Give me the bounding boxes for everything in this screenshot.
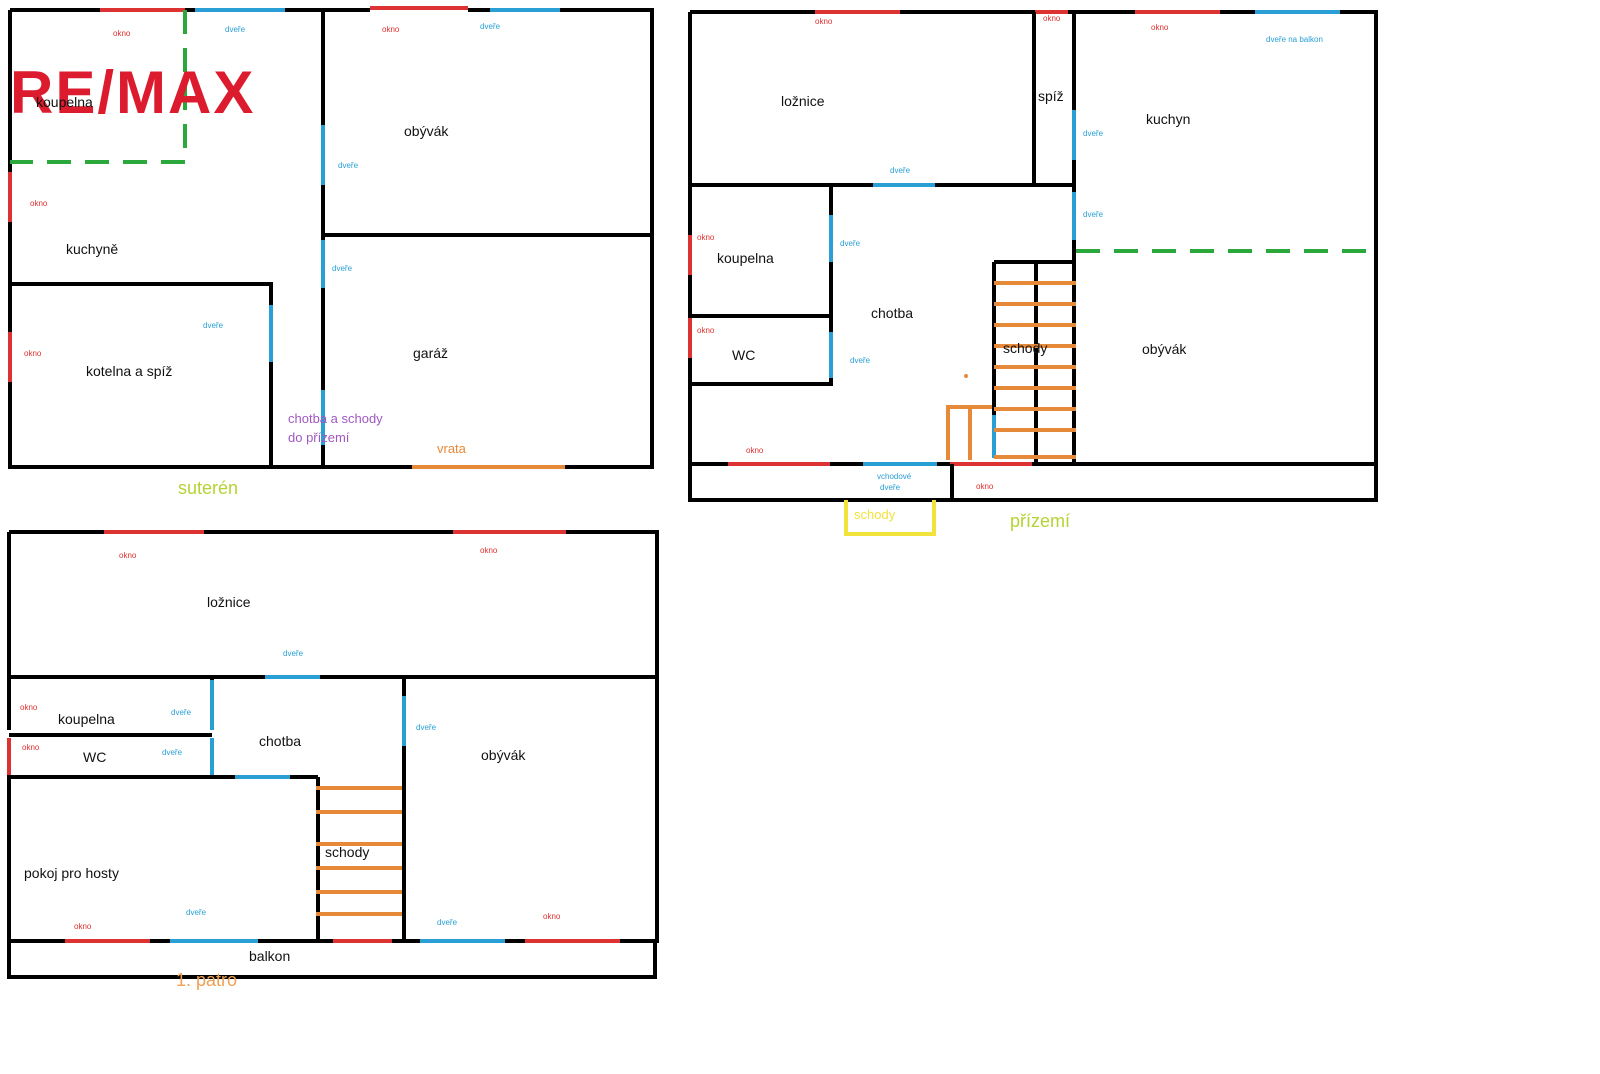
room-label-hallway: chotba (871, 305, 913, 321)
floor-title-ground: přízemí (1010, 511, 1070, 531)
room-label-bathroom: koupelna (717, 250, 774, 266)
window-label: okno (1151, 23, 1169, 32)
door-label: dveře (283, 649, 304, 658)
door-label: dveře (1083, 129, 1104, 138)
basement-plan: RE/MAX okno dveře okno dveře dveře okno … (8, 6, 654, 498)
room-label-boiler-room: kotelna a spíž (86, 363, 172, 379)
entrance-door-label: vchodové (877, 472, 912, 481)
window-label: okno (746, 446, 764, 455)
garage-gate-label: vrata (437, 441, 467, 456)
room-label-pantry: spíž (1038, 88, 1064, 104)
room-label-kitchen: kuchyně (66, 241, 118, 257)
stairs (946, 281, 1076, 460)
balcony-outline (7, 941, 657, 979)
first-floor-plan: okno okno dveře okno dveře dveře okno dv… (7, 530, 659, 990)
door-label: dveře (437, 918, 458, 927)
room-label-stairs: schody (1003, 340, 1047, 356)
room-label-guest-room: pokoj pro hosty (24, 865, 119, 881)
door-label: dveře (225, 25, 246, 34)
room-label-garage: garáž (413, 345, 448, 361)
room-label-bathroom: koupelna (36, 94, 93, 110)
room-label-living-room: obývák (404, 123, 449, 139)
door-label: dveře (1083, 210, 1104, 219)
door-label: dveře (480, 22, 501, 31)
room-label-wc: WC (83, 749, 106, 765)
window-label: okno (1043, 14, 1061, 23)
window-label: okno (22, 743, 40, 752)
room-label-living-room: obývák (481, 747, 526, 763)
room-label-hallway-cont: do přízemí (288, 430, 350, 445)
entrance-door-label-cont: dveře (880, 483, 901, 492)
remax-logo: RE/MAX (10, 59, 255, 126)
room-label-hallway: chotba a schody (288, 411, 383, 426)
ground-floor-plan: okno okno okno dveře na balkon dveře dve… (688, 10, 1378, 536)
window-label: okno (815, 17, 833, 26)
floor-title-basement: suterén (178, 478, 238, 498)
stair-landing (946, 405, 992, 460)
stair-dot (964, 374, 968, 378)
window-label: okno (976, 482, 994, 491)
basement-outer-wall (8, 8, 654, 469)
room-label-bedroom: ložnice (207, 594, 251, 610)
room-label-stairs: schody (325, 844, 369, 860)
room-label-kitchen: kuchyn (1146, 111, 1190, 127)
door-label: dveře (203, 321, 224, 330)
room-label-hallway: chotba (259, 733, 301, 749)
window-label: okno (382, 25, 400, 34)
window-label: okno (697, 233, 715, 242)
entrance-stairs-label: schody (854, 507, 896, 522)
door-label: dveře (890, 166, 911, 175)
door-label: dveře (840, 239, 861, 248)
window-label: okno (480, 546, 498, 555)
room-label-bedroom: ložnice (781, 93, 825, 109)
door-label: dveře (338, 161, 359, 170)
stairs (316, 786, 402, 916)
door-label: dveře (162, 748, 183, 757)
window-label: okno (74, 922, 92, 931)
window-label: okno (30, 199, 48, 208)
door-label: dveře (850, 356, 871, 365)
window-label: okno (20, 703, 38, 712)
door-label: dveře (332, 264, 353, 273)
window-label: okno (697, 326, 715, 335)
room-label-wc: WC (732, 347, 755, 363)
window-label: okno (119, 551, 137, 560)
window-label: okno (543, 912, 561, 921)
window-label: okno (24, 349, 42, 358)
door-label: dveře (171, 708, 192, 717)
entrance-stairs (844, 500, 936, 536)
door-label: dveře (186, 908, 207, 917)
window-label: okno (113, 29, 131, 38)
door-label: dveře (416, 723, 437, 732)
dashed-boundary (10, 10, 187, 164)
room-label-balcony: balkon (249, 948, 290, 964)
terrace-strip (688, 464, 1378, 502)
room-label-bathroom: koupelna (58, 711, 115, 727)
balcony-door-label: dveře na balkon (1266, 35, 1323, 44)
room-label-living-room: obývák (1142, 341, 1187, 357)
floor-title-first: 1. patro (176, 970, 237, 990)
